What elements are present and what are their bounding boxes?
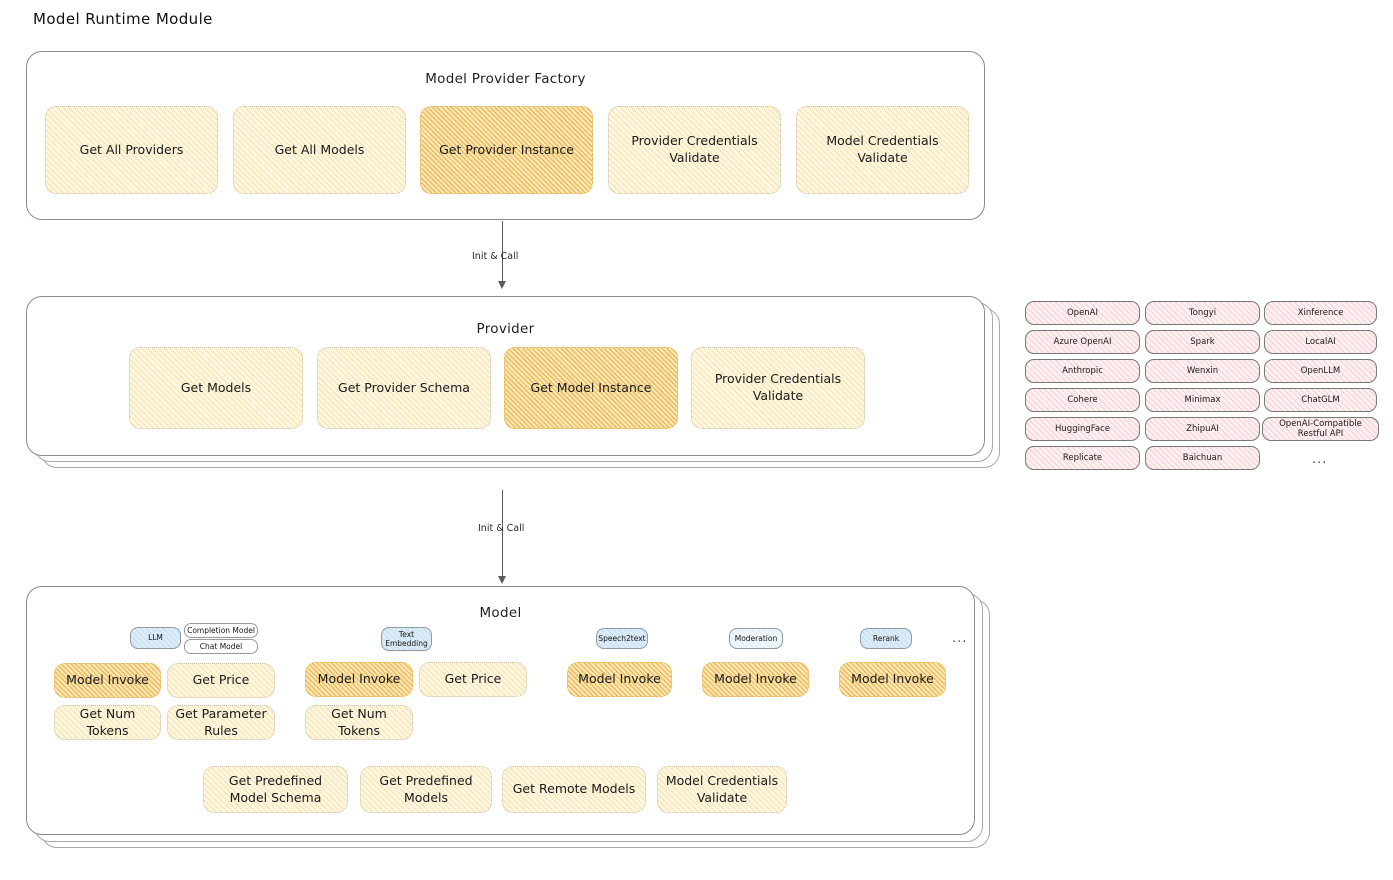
- model-text-embedding-method-get-price[interactable]: Get Price: [419, 662, 527, 697]
- model-llm-method-get-price[interactable]: Get Price: [167, 663, 275, 698]
- provider-pill-openllm[interactable]: OpenLLM: [1264, 359, 1377, 383]
- factory-method-get-all-models[interactable]: Get All Models: [233, 106, 406, 194]
- model-subtag-completion-model[interactable]: Completion Model: [184, 623, 258, 638]
- arrow-1-label: Init & Call: [472, 251, 519, 262]
- model-subtag-chat-model[interactable]: Chat Model: [184, 639, 258, 654]
- provider-pill-huggingface[interactable]: HuggingFace: [1025, 417, 1140, 441]
- factory-method-get-provider-instance[interactable]: Get Provider Instance: [420, 106, 593, 194]
- provider-method-get-models[interactable]: Get Models: [129, 347, 303, 429]
- arrow-1-head: [498, 281, 506, 289]
- provider-pill-azure-openai[interactable]: Azure OpenAI: [1025, 330, 1140, 354]
- provider-pill-xinference[interactable]: Xinference: [1264, 301, 1377, 325]
- provider-method-get-provider-schema[interactable]: Get Provider Schema: [317, 347, 491, 429]
- model-shared-method-get-predefined-models[interactable]: Get Predefined Models: [360, 766, 492, 813]
- model-type-badge-moderation[interactable]: Moderation: [729, 628, 783, 649]
- provider-pill-baichuan[interactable]: Baichuan: [1145, 446, 1260, 470]
- provider-pill-chatglm[interactable]: ChatGLM: [1264, 388, 1377, 412]
- factory-method-model-credentials-validate[interactable]: Model Credentials Validate: [796, 106, 969, 194]
- page-title: Model Runtime Module: [33, 10, 213, 28]
- arrow-1-line: [502, 221, 504, 283]
- model-types-ellipsis: ...: [952, 631, 968, 646]
- model-rerank-method-model-invoke[interactable]: Model Invoke: [839, 662, 946, 697]
- provider-pill-openai[interactable]: OpenAI: [1025, 301, 1140, 325]
- model-provider-factory-title: Model Provider Factory: [425, 71, 586, 87]
- model-shared-method-get-remote-models[interactable]: Get Remote Models: [502, 766, 646, 813]
- model-moderation-method-model-invoke[interactable]: Model Invoke: [702, 662, 809, 697]
- provider-method-get-model-instance[interactable]: Get Model Instance: [504, 347, 678, 429]
- model-llm-method-get-parameter-rules[interactable]: Get Parameter Rules: [167, 705, 275, 740]
- model-type-badge-rerank[interactable]: Rerank: [860, 628, 912, 649]
- arrow-2-label: Init & Call: [478, 523, 525, 534]
- provider-pill-localai[interactable]: LocalAI: [1264, 330, 1377, 354]
- model-llm-method-model-invoke[interactable]: Model Invoke: [54, 663, 161, 698]
- model-shared-method-get-predefined-model-schema[interactable]: Get Predefined Model Schema: [203, 766, 348, 813]
- provider-title: Provider: [476, 321, 535, 337]
- provider-pill-minimax[interactable]: Minimax: [1145, 388, 1260, 412]
- factory-method-get-all-providers[interactable]: Get All Providers: [45, 106, 218, 194]
- provider-list-ellipsis: ...: [1312, 452, 1328, 467]
- provider-pill-wenxin[interactable]: Wenxin: [1145, 359, 1260, 383]
- model-type-badge-llm[interactable]: LLM: [130, 627, 181, 649]
- arrow-2-head: [498, 576, 506, 584]
- arrow-2-line: [502, 490, 504, 580]
- provider-pill-spark[interactable]: Spark: [1145, 330, 1260, 354]
- provider-pill-anthropic[interactable]: Anthropic: [1025, 359, 1140, 383]
- model-text-embedding-method-get-num-tokens[interactable]: Get Num Tokens: [305, 705, 413, 740]
- provider-pill-zhipuai[interactable]: ZhipuAI: [1145, 417, 1260, 441]
- model-speech2text-method-model-invoke[interactable]: Model Invoke: [567, 662, 672, 697]
- model-shared-method-model-credentials-validate[interactable]: Model Credentials Validate: [657, 766, 787, 813]
- provider-pill-openai-compatible-restful-api[interactable]: OpenAI-Compatible Restful API: [1262, 417, 1379, 441]
- model-text-embedding-method-model-invoke[interactable]: Model Invoke: [305, 662, 413, 697]
- model-type-badge-speech2text[interactable]: Speech2text: [596, 628, 648, 649]
- factory-method-provider-credentials-validate[interactable]: Provider Credentials Validate: [608, 106, 781, 194]
- provider-pill-tongyi[interactable]: Tongyi: [1145, 301, 1260, 325]
- provider-pill-replicate[interactable]: Replicate: [1025, 446, 1140, 470]
- provider-method-provider-credentials-validate[interactable]: Provider Credentials Validate: [691, 347, 865, 429]
- provider-pill-cohere[interactable]: Cohere: [1025, 388, 1140, 412]
- model-type-badge-text-embedding[interactable]: Text Embedding: [381, 627, 432, 651]
- model-title: Model: [479, 605, 522, 621]
- model-llm-method-get-num-tokens[interactable]: Get Num Tokens: [54, 705, 161, 740]
